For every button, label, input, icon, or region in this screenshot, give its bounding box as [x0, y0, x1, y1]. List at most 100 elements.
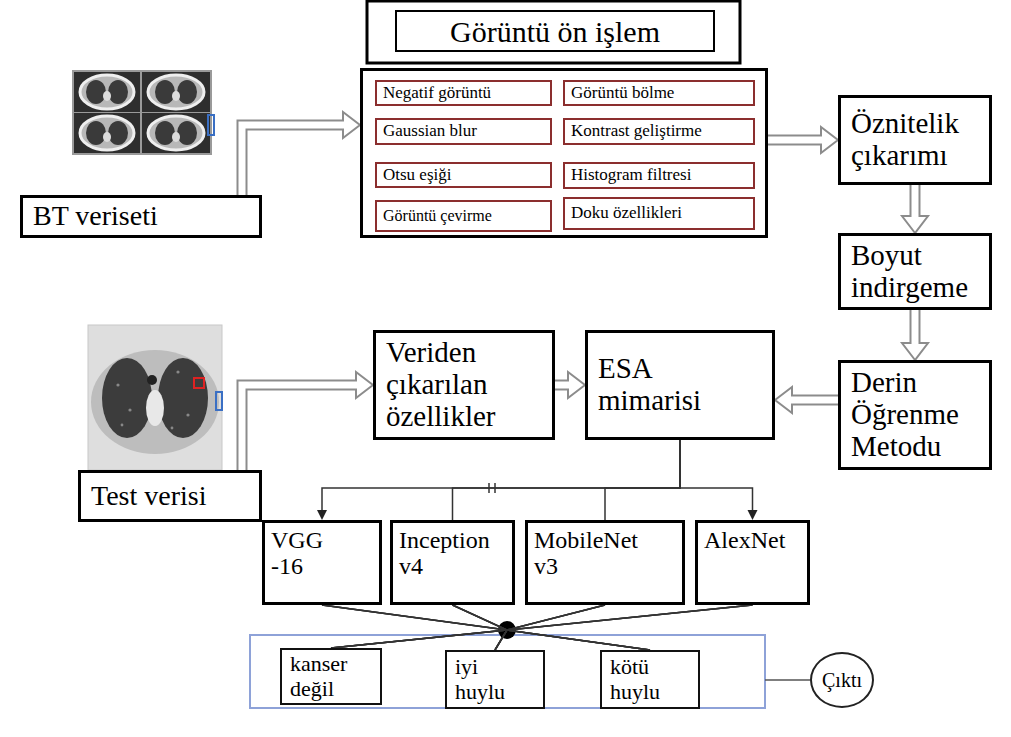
ct-test-image	[186, 413, 189, 416]
ct-test-image	[146, 390, 164, 426]
arrow-inner	[912, 310, 919, 346]
preprocess-group: Görüntü ön işlemNegatif görüntüGörüntü b…	[360, 68, 768, 238]
ct-test-image	[216, 392, 222, 410]
flow-arrow	[768, 127, 838, 153]
process-box: Boyut indirgeme	[838, 233, 992, 310]
ct-dataset-image	[155, 121, 175, 145]
arrow-head	[748, 510, 758, 520]
ct-dataset-image	[74, 113, 140, 153]
connector-line	[605, 440, 680, 520]
connector-line	[331, 605, 507, 648]
ct-test-image	[147, 375, 157, 385]
process-box: ESA mimarisi	[585, 330, 775, 440]
ct-test-image	[194, 378, 204, 388]
step-box: Görüntü bölme	[563, 80, 755, 106]
model-box: MobileNet v3	[525, 520, 685, 605]
arrow-inner	[242, 385, 359, 470]
arrow-inner	[789, 397, 838, 404]
ct-dataset-image	[142, 72, 210, 112]
node-text: kanser değil	[290, 652, 370, 700]
process-box: Veriden çıkarılan özellikler	[373, 330, 555, 440]
node-text: MobileNet v3	[534, 527, 659, 580]
node-text: Derin Öğrenme Metodu	[851, 367, 979, 463]
arrow-head	[317, 510, 327, 520]
model-box: Inception v4	[390, 520, 515, 605]
flow-arrow	[775, 387, 838, 413]
arrow-inner	[768, 137, 824, 144]
flow-arrow	[902, 185, 928, 233]
connector-path	[495, 605, 605, 650]
ct-dataset-image	[80, 116, 134, 150]
ct-dataset-image	[103, 91, 111, 101]
process-box: BT veriseti	[20, 195, 262, 238]
flow-arrow	[242, 112, 360, 195]
connector-line	[507, 605, 753, 650]
node-text: kötü huylu	[610, 655, 672, 703]
node-text: Görüntü çevirme	[383, 207, 544, 225]
node-text: Histogram filtresi	[571, 166, 747, 185]
flow-arrow	[555, 372, 585, 398]
process-box: Derin Öğrenme Metodu	[838, 360, 992, 470]
ct-dataset-image	[103, 132, 111, 142]
ct-dataset-image	[80, 75, 134, 109]
node-text: VGG -16	[271, 527, 331, 580]
ct-test-image	[171, 427, 174, 430]
ct-dataset-image	[208, 115, 214, 135]
ct-dataset-image	[72, 70, 214, 155]
step-box: Kontrast geliştirme	[563, 118, 755, 145]
connector-line	[495, 605, 605, 650]
ct-test-image	[91, 350, 219, 454]
node-text: Çıktı	[816, 669, 868, 691]
class-box: iyi huylu	[445, 650, 545, 709]
ct-test-image	[176, 370, 179, 373]
heading-frame	[367, 1, 740, 63]
connector-path	[453, 605, 651, 650]
connector-path	[680, 440, 753, 510]
step-box: Gaussian blur	[375, 118, 552, 145]
step-box: Doku özellikleri	[563, 197, 755, 230]
arrow-inner	[242, 125, 346, 195]
model-box: VGG -16	[262, 520, 382, 605]
ct-dataset-image	[142, 113, 210, 153]
ct-test-image	[88, 325, 222, 470]
connector-path	[495, 605, 753, 650]
output-line	[765, 679, 810, 681]
arrow-outline	[242, 125, 343, 195]
flow-arrow	[242, 372, 373, 470]
node-text: BT veriseti	[33, 201, 249, 232]
ct-dataset-image	[108, 80, 128, 104]
model-box: AlexNet	[695, 520, 810, 605]
connector-line	[322, 605, 507, 650]
connector-path	[322, 605, 507, 650]
ct-dataset-image	[148, 75, 204, 109]
node-text: Veriden çıkarılan özellikler	[386, 337, 542, 433]
connector-path	[507, 605, 753, 650]
connector-path	[331, 605, 507, 648]
ct-dataset-image	[74, 72, 140, 112]
ct-dataset-image	[172, 91, 180, 101]
ct-dataset-image	[74, 72, 140, 112]
ct-dataset-image	[108, 121, 128, 145]
process-box: Test verisi	[78, 470, 262, 522]
node-text: Otsu eşiği	[383, 166, 544, 185]
ct-test-image	[88, 325, 222, 470]
connector-line	[453, 440, 681, 520]
node-text: Test verisi	[91, 481, 249, 512]
node-text: Doku özellikleri	[571, 204, 747, 223]
step-box: Otsu eşiği	[375, 162, 552, 188]
ct-dataset-image	[177, 121, 197, 145]
connector-line	[680, 440, 758, 520]
ct-dataset-image	[142, 72, 210, 112]
ct-dataset-image	[86, 121, 106, 145]
connector-path	[331, 605, 605, 648]
ct-test-image	[158, 358, 208, 438]
connector-line	[331, 605, 605, 648]
ct-test-image	[102, 358, 152, 438]
node-text: Görüntü bölme	[571, 84, 747, 103]
node-text: Kontrast geliştirme	[571, 122, 747, 141]
step-box: Negatif görüntü	[375, 80, 552, 106]
node-text: Boyut indirgeme	[851, 240, 979, 304]
connector-path	[605, 440, 680, 520]
ct-test-image	[121, 424, 124, 427]
